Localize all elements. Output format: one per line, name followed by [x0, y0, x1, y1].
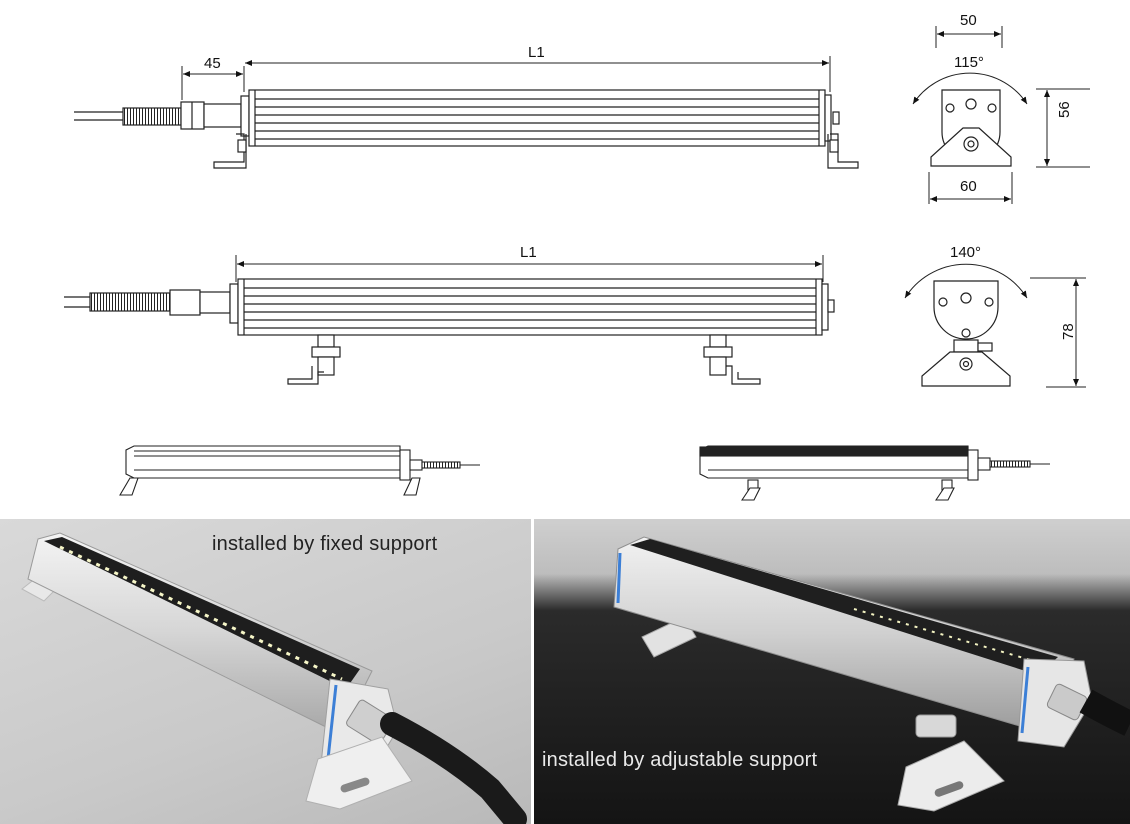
dim-width-top: 50 — [960, 12, 977, 29]
adjustable-support-perspective-sketch — [699, 445, 1050, 501]
lamp-render-adjustable — [613, 536, 1130, 812]
dim-length-fixed: L1 — [528, 44, 545, 61]
adjustable-side-dimensions — [235, 255, 824, 282]
fixed-support-perspective-sketch — [119, 445, 480, 496]
dim-width-base: 60 — [960, 178, 977, 195]
photo-adjustable-support: installed by adjustable support — [534, 519, 1130, 824]
lamp-render-fixed — [21, 532, 527, 824]
adjustable-support-side-view — [64, 278, 835, 385]
adjustable-support-end-view — [904, 263, 1028, 387]
fixed-side-dimensions — [181, 56, 831, 100]
photo-fixed-support: installed by fixed support — [0, 519, 531, 824]
fixed-end-dimensions — [928, 26, 1090, 204]
fixed-support-end-view — [912, 72, 1028, 167]
dim-angle-adjustable: 140° — [950, 244, 982, 261]
fixed-support-side-view — [74, 89, 859, 169]
dim-height-adjustable: 78 — [1060, 323, 1077, 340]
dim-height-fixed: 56 — [1056, 101, 1073, 118]
adjustable-end-dimensions — [1030, 277, 1086, 388]
dim-angle-fixed: 115° — [954, 54, 984, 71]
caption-adjustable-support: installed by adjustable support — [542, 749, 818, 771]
dim-length-adjustable: L1 — [520, 244, 537, 261]
dim-cable-offset: 45 — [204, 55, 221, 72]
caption-fixed-support: installed by fixed support — [212, 533, 438, 555]
technical-drawing — [64, 26, 1090, 501]
